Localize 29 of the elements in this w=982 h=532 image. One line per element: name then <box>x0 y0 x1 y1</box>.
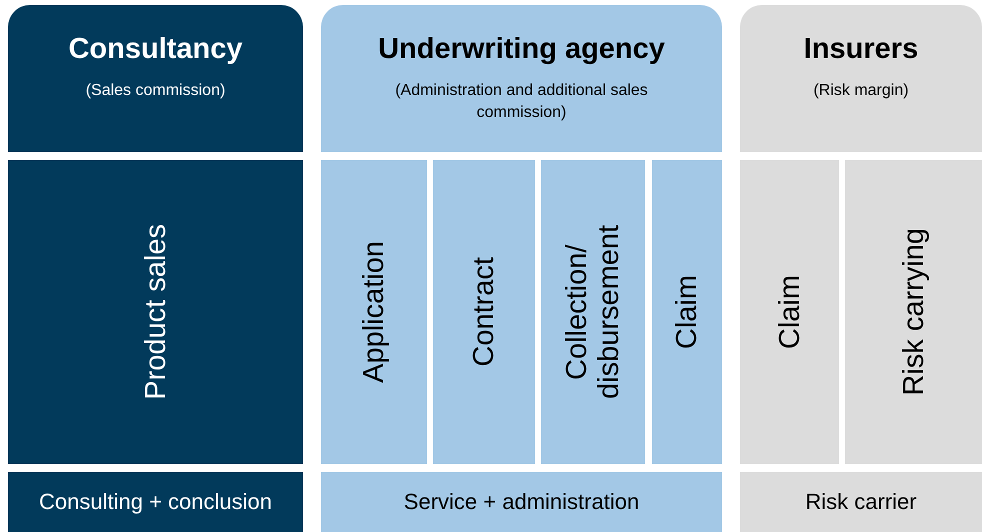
vertical-label: Claim <box>774 274 806 350</box>
column-subtitle: (Administration and additional sales commission) <box>394 81 649 123</box>
column-subtitle: (Sales commission) <box>86 81 226 101</box>
column-title: Insurers <box>804 33 918 66</box>
vertical-label: Risk carrying <box>898 228 930 396</box>
column-title: Underwriting agency <box>378 33 665 66</box>
column-panel <box>321 160 427 464</box>
footer-label: Consulting + conclusion <box>39 489 272 515</box>
column-panel <box>845 160 982 464</box>
column-subtitle: (Risk margin) <box>813 81 909 101</box>
column-title: Consultancy <box>68 33 243 66</box>
column-panel <box>740 160 839 464</box>
column-panel <box>433 160 535 464</box>
vertical-label: Product sales <box>140 224 172 400</box>
header-panel <box>8 5 303 152</box>
header-panel <box>321 5 722 152</box>
vertical-label: Claim <box>671 274 703 350</box>
column-panel <box>541 160 645 464</box>
footer-label: Risk carrier <box>805 489 917 515</box>
footer-bar <box>8 472 303 532</box>
header-panel <box>740 5 982 152</box>
vertical-label: Application <box>358 241 390 383</box>
footer-label: Service + administration <box>404 489 640 515</box>
footer-bar <box>321 472 722 532</box>
footer-bar <box>740 472 982 532</box>
vertical-label: Contract <box>468 257 500 367</box>
vertical-label: Collection/ disbursement <box>561 224 625 402</box>
column-panel <box>652 160 722 464</box>
column-panel <box>8 160 303 464</box>
